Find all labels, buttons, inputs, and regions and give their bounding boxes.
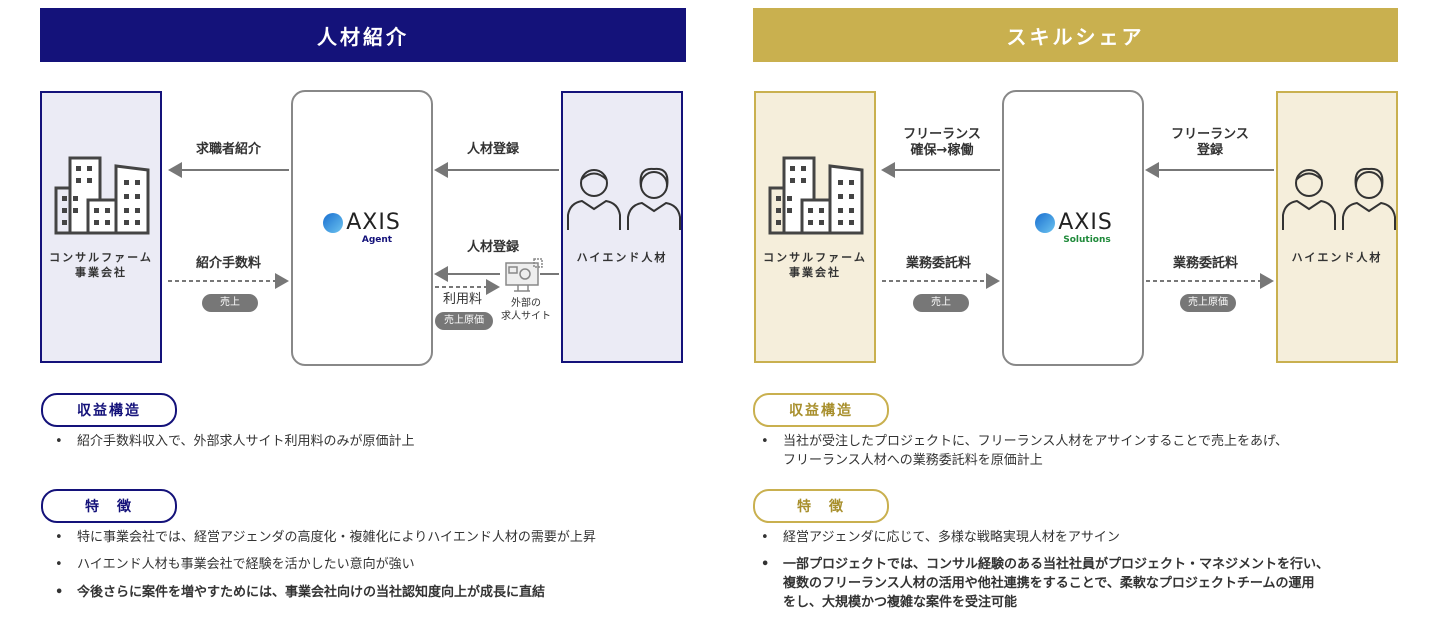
arrow-label-register: フリーランス 登録: [1171, 127, 1249, 158]
badge-cost: 売上原価: [435, 312, 493, 330]
axis-agent-logo: AXIS Agent: [300, 210, 424, 245]
features-pill: 特 徴: [753, 489, 889, 523]
talent-label: ハイエンド人材: [576, 251, 668, 264]
badge-sales: 売上: [913, 294, 969, 312]
axis-logo-icon: [323, 212, 344, 233]
revenue-structure-pill: 収益構造: [41, 393, 177, 427]
logo-name: AXIS: [346, 210, 401, 235]
feature-bullet: 一部プロジェクトでは、コンサル経験のある当社社員がプロジェクト・マネジメントを行…: [761, 555, 1329, 612]
arrow-label-fee: 業務委託料: [1173, 256, 1239, 271]
arrow-label-fee: 業務委託料: [906, 256, 972, 271]
header-skill-share: スキルシェア: [753, 8, 1398, 62]
people-icon: [1282, 167, 1396, 231]
axis-solutions-logo: AXIS Solutions: [1012, 210, 1136, 245]
arrow-label-register: 人材登録: [467, 142, 520, 157]
talent-box: [1276, 91, 1398, 363]
axis-agent-box: [291, 90, 433, 366]
feature-bullet: 経営アジェンダに応じて、多様な戦略実現人材をアサイン: [761, 528, 1120, 547]
revenue-bullet: 紹介手数料収入で、外部求人サイト利用料のみが原価計上: [55, 432, 415, 451]
arrow-label-secure: フリーランス 確保→稼働: [903, 127, 981, 158]
talent-box: [561, 91, 683, 363]
arrow-label-fee: 紹介手数料: [196, 256, 262, 271]
feature-bullet: 特に事業会社では、経営アジェンダの高度化・複雑化によりハイエンド人材の需要が上昇: [55, 528, 596, 547]
buildings-icon: [768, 156, 864, 235]
revenue-bullet: 当社が受注したプロジェクトに、フリーランス人材をアサインすることで売上をあげ、 …: [761, 432, 1288, 470]
logo-name: AXIS: [1058, 210, 1113, 235]
arrow-label-register-ext: 人材登録: [467, 240, 520, 255]
revenue-structure-pill: 収益構造: [753, 393, 889, 427]
feature-bullet: 今後さらに案件を増やすためには、事業会社向けの当社認知度向上が成長に直結: [55, 583, 545, 602]
logo-sub: Solutions: [1063, 235, 1111, 245]
feature-bullet: ハイエンド人材も事業会社で経験を活かしたい意向が強い: [55, 555, 415, 574]
features-pill: 特 徴: [41, 489, 177, 523]
buildings-icon: [54, 156, 150, 235]
usage-fee-label: 利用料: [443, 292, 483, 307]
external-site-label: 外部の 求人サイト: [501, 298, 551, 322]
computer-icon: [505, 258, 543, 292]
header-talent-introduction: 人材紹介: [40, 8, 686, 62]
badge-cost: 売上原価: [1180, 294, 1236, 312]
badge-sales: 売上: [202, 294, 258, 312]
people-icon: [567, 167, 681, 231]
client-label: コンサルファーム 事業会社: [763, 251, 867, 279]
axis-logo-icon: [1035, 212, 1056, 233]
axis-solutions-box: [1002, 90, 1144, 366]
client-label: コンサルファーム 事業会社: [49, 251, 153, 279]
logo-sub: Agent: [361, 235, 393, 245]
arrow-label-intro: 求職者紹介: [196, 142, 262, 157]
talent-label: ハイエンド人材: [1291, 251, 1383, 264]
